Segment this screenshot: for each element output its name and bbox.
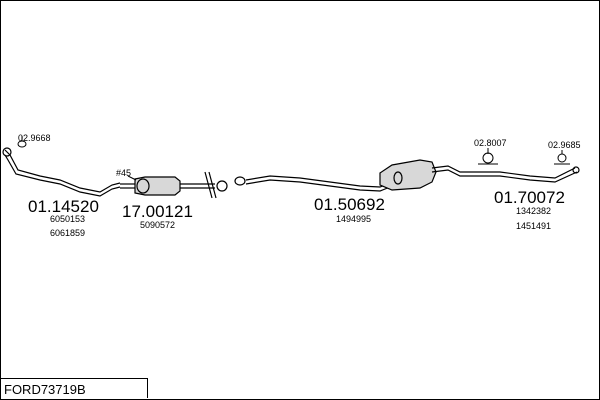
ref-label-d: 02.9685 [548, 140, 581, 150]
ref-label-c: 02.8007 [474, 138, 507, 148]
part-number-3: 01.50692 [314, 195, 385, 214]
intermediate-pipe [234, 159, 475, 192]
oe-number-4b: 1451491 [516, 221, 551, 231]
gasket-ref-a [17, 136, 27, 148]
oe-number-2a: 5090572 [140, 220, 175, 230]
part-number-4: 01.70072 [494, 188, 565, 207]
part-number-1: 01.14520 [28, 197, 99, 216]
oe-number-1a: 6050153 [50, 214, 85, 224]
oe-number-3a: 1494995 [336, 214, 371, 224]
rear-pipe [475, 166, 580, 183]
oe-number-1b: 6061859 [50, 228, 85, 238]
catalyst [120, 171, 228, 199]
hanger-ref-c [478, 148, 498, 165]
diagram-title: FORD73719B [4, 382, 86, 397]
ref-label-b: #45 [116, 168, 131, 178]
ref-b-leader [127, 175, 137, 181]
front-pipe [2, 147, 121, 197]
ref-label-a: 02.9668 [18, 133, 51, 143]
oe-number-4a: 1342382 [516, 206, 551, 216]
title-box: FORD73719B [0, 378, 148, 398]
hanger-ref-d [554, 150, 570, 165]
part-number-2: 17.00121 [122, 202, 193, 221]
